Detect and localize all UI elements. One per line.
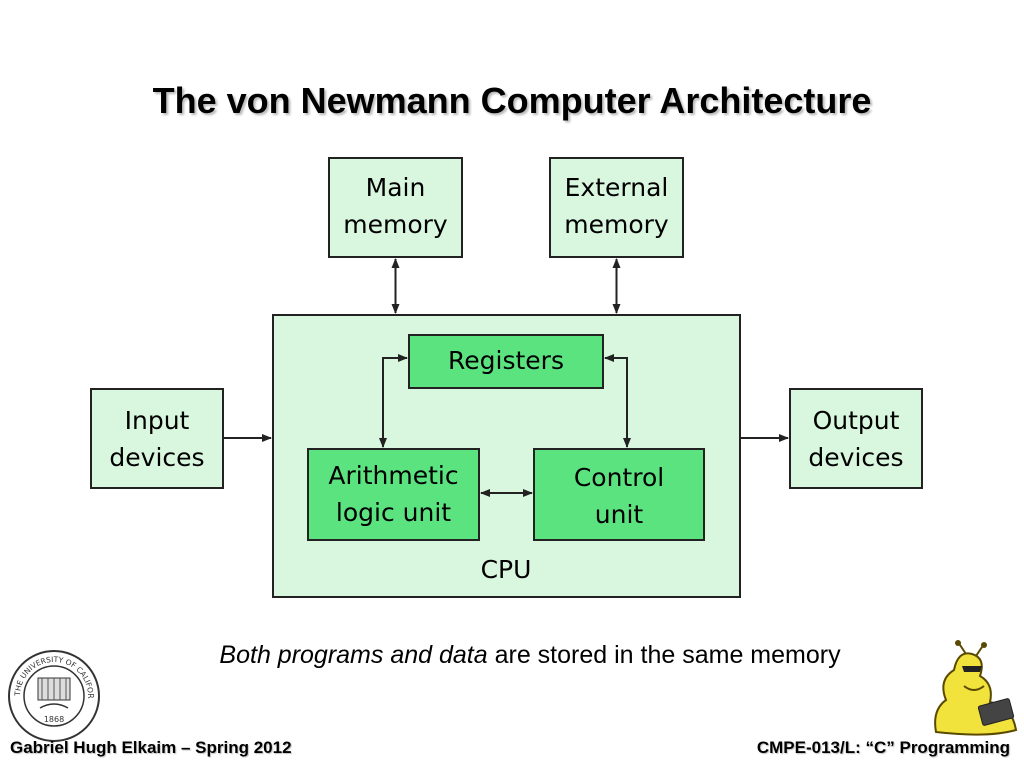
output-devices-label-line2: devices bbox=[808, 443, 903, 472]
caption-italic: Both programs and data bbox=[219, 641, 488, 669]
main-memory-label-line1: Main bbox=[366, 173, 426, 202]
slide-caption: Both programs and data are stored in the… bbox=[0, 641, 1024, 670]
alu-box: Arithmetic logic unit bbox=[307, 448, 480, 541]
slide-title: The von Newmann Computer Architecture bbox=[152, 80, 872, 121]
input-devices-label-line1: Input bbox=[125, 406, 190, 435]
control-unit-label-line2: unit bbox=[595, 500, 644, 529]
output-devices-label-line1: Output bbox=[813, 406, 900, 435]
control-unit-label-line1: Control bbox=[574, 463, 664, 492]
main-memory-label-line2: memory bbox=[343, 210, 448, 239]
alu-label-line2: logic unit bbox=[336, 498, 451, 527]
control-unit-box: Control unit bbox=[533, 448, 705, 541]
main-memory-box: Main memory bbox=[328, 157, 463, 258]
arrow-registers-control bbox=[604, 354, 631, 448]
seal-year: 1868 bbox=[44, 715, 64, 724]
input-devices-label-line2: devices bbox=[109, 443, 204, 472]
alu-label-line1: Arithmetic bbox=[328, 461, 458, 490]
slug-mascot-logo bbox=[934, 640, 1018, 736]
output-devices-box: Output devices bbox=[789, 388, 923, 489]
caption-rest: are stored in the same memory bbox=[487, 641, 841, 669]
external-memory-label-line2: memory bbox=[564, 210, 669, 239]
cpu-label: CPU bbox=[481, 555, 532, 584]
registers-box: Registers bbox=[408, 334, 604, 389]
footer-course: CMPE-013/L: “C” Programming bbox=[756, 738, 1010, 757]
registers-label: Registers bbox=[448, 346, 564, 375]
university-seal-logo: THE UNIVERSITY OF CALIFORNIA 1868 bbox=[6, 648, 100, 742]
external-memory-box: External memory bbox=[549, 157, 684, 258]
footer-author: Gabriel Hugh Elkaim – Spring 2012 bbox=[10, 738, 292, 757]
arrow-registers-alu bbox=[379, 354, 408, 448]
input-devices-box: Input devices bbox=[90, 388, 224, 489]
external-memory-label-line1: External bbox=[565, 173, 669, 202]
